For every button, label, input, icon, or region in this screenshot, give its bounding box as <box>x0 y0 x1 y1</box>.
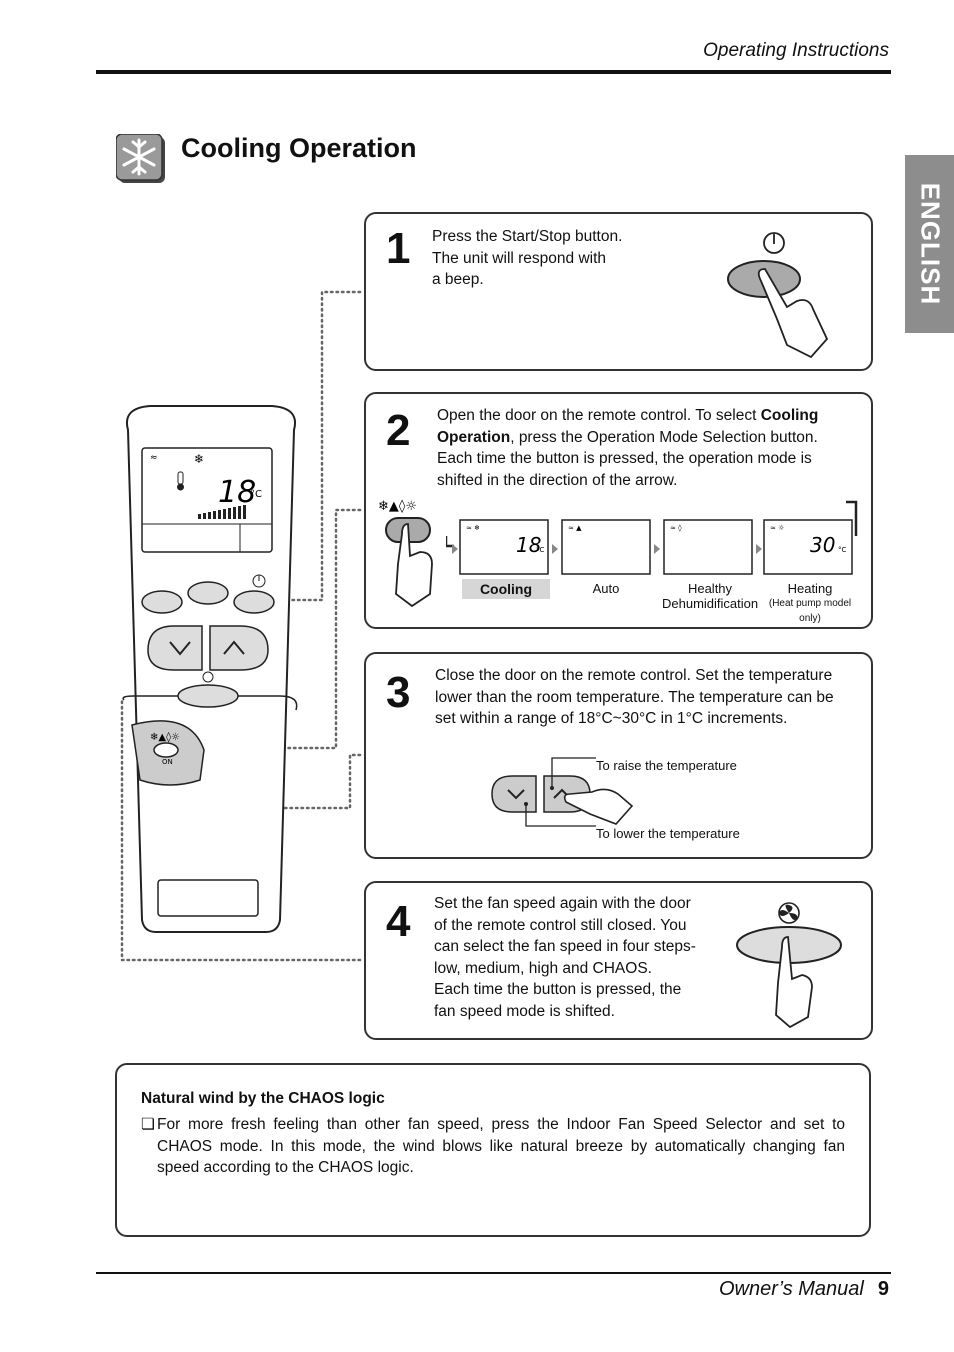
step-2-panel: 2 Open the door on the remote control. T… <box>364 392 873 629</box>
mode-label-auto: Auto <box>592 581 620 596</box>
step-4-line-3: can select the fan speed in four steps- <box>434 938 696 955</box>
step-1-panel: 1 Press the Start/Stop button. The unit … <box>364 212 873 371</box>
power-icon <box>763 232 785 254</box>
step-2-operation-bold: Operation <box>437 428 511 446</box>
svg-text:≈ ◊: ≈ ◊ <box>670 524 682 532</box>
lower-temp-label: To lower the temperature <box>596 826 740 841</box>
note-bullet: ❏ <box>141 1116 155 1133</box>
remote-on-label: ON <box>162 758 173 766</box>
mode-label-healthy: Healthy Dehumidification <box>662 581 758 611</box>
step-2-number: 2 <box>386 406 411 455</box>
raise-temp-label: To raise the temperature <box>596 758 737 773</box>
step-4-line-2: of the remote control still closed. You <box>434 916 687 934</box>
step-2-cooling-bold: Cooling <box>760 407 819 424</box>
mode-displays-illustration: ≈ ❄ 18 °C ≈ ▲ ≈ ◊ ≈ ☼ 30 °C <box>446 500 858 575</box>
mode-label-heating: Heating (Heat pump model only) <box>760 581 860 626</box>
mode-icons: ❄▲◊☼ <box>378 499 417 514</box>
page-number: 9 <box>877 1278 889 1300</box>
mode-cooling-temp: 18 <box>516 533 541 557</box>
svg-text:❄▲◊☼: ❄▲◊☼ <box>150 731 180 743</box>
note-body: For more fresh feeling than other fan sp… <box>157 1114 845 1179</box>
mode-heating-unit: °C <box>838 546 847 554</box>
remote-control-illustration: ≈ ❄ 18 °C ❄▲◊☼ ON <box>120 290 362 962</box>
remote-display-temp: 18 <box>218 475 256 510</box>
step-2-text-a: Open the door on the remote control. To … <box>437 407 761 424</box>
page-title: Cooling Operation <box>181 133 417 163</box>
step-1-line-3: a beep. <box>432 271 484 288</box>
footer-rule <box>96 1272 891 1274</box>
note-line-2: CHAOS mode. In this mode, the wind blows… <box>157 1137 845 1155</box>
svg-text:❄: ❄ <box>194 452 204 466</box>
chaos-logic-note: Natural wind by the CHAOS logic ❏ For mo… <box>115 1063 871 1237</box>
footer: Owner’s Manual 9 <box>719 1278 889 1301</box>
header-section-label: Operating Instructions <box>703 40 889 61</box>
step-3-line-2: lower than the room temperature. The tem… <box>435 688 834 706</box>
step-4-line-5: Each time the button is pressed, the <box>434 981 682 998</box>
step-4-number: 4 <box>386 897 411 946</box>
svg-text:≈ ❄: ≈ ❄ <box>466 524 480 532</box>
mode-heating-temp: 30 <box>810 533 835 557</box>
step-2-text: Open the door on the remote control. To … <box>437 405 857 491</box>
mode-label-healthy-2: Dehumidification <box>662 596 759 611</box>
mode-label-heating-2: (Heat pump model only) <box>768 598 852 624</box>
step-3-panel: 3 Close the door on the remote control. … <box>364 652 873 859</box>
mode-label-cooling: Cooling <box>462 579 550 599</box>
step-4-text: Set the fan speed again with the door of… <box>434 893 696 1022</box>
svg-text:≈: ≈ <box>150 453 158 463</box>
fan-button-hand-illustration <box>736 902 842 1029</box>
step-3-number: 3 <box>386 668 411 717</box>
note-line-1: For more fresh feeling than other fan sp… <box>157 1116 845 1133</box>
mode-cooling-unit: °C <box>536 546 545 554</box>
mode-label-heating-1: Heating <box>787 581 833 596</box>
mode-label-healthy-1: Healthy <box>687 581 733 596</box>
step-3-text: Close the door on the remote control. Se… <box>435 665 860 730</box>
mode-button-hand-illustration: ❄▲◊☼ <box>378 499 433 608</box>
step-1-number: 1 <box>386 224 411 273</box>
language-tab: ENGLISH <box>905 155 954 333</box>
temp-down-icon <box>507 789 525 800</box>
step-4-line-6: fan speed mode is shifted. <box>434 1002 615 1020</box>
language-tab-label: ENGLISH <box>915 182 945 306</box>
note-line-3: speed according to the CHAOS logic. <box>157 1159 414 1176</box>
step-3-line-1: Close the door on the remote control. Se… <box>435 667 833 684</box>
step-1-line-1: Press the Start/Stop button. <box>432 228 623 245</box>
svg-text:≈ ▲: ≈ ▲ <box>568 524 582 532</box>
step-2-text-d: , press the Operation Mode Selection but… <box>510 428 818 446</box>
snowflake-icon <box>116 134 165 183</box>
step-4-panel: 4 Set the fan speed again with the door … <box>364 881 873 1040</box>
step-4-line-1: Set the fan speed again with the door <box>434 895 691 912</box>
footer-label: Owner’s Manual <box>718 1278 864 1300</box>
start-stop-button-hand-illustration <box>727 232 829 359</box>
step-4-line-4: low, medium, high and CHAOS. <box>434 959 652 977</box>
header-rule <box>96 70 891 74</box>
step-1-text: Press the Start/Stop button. The unit wi… <box>432 226 622 291</box>
note-title: Natural wind by the CHAOS logic <box>141 1090 385 1107</box>
svg-text:≈ ☼: ≈ ☼ <box>770 524 784 532</box>
temperature-buttons-hand-illustration <box>491 757 634 827</box>
remote-display-unit: °C <box>250 489 262 500</box>
step-3-line-3: set within a range of 18°C~30°C in 1°C i… <box>435 710 788 727</box>
step-2-text-f: shifted in the direction of the arrow. <box>437 471 678 489</box>
step-2-text-e: Each time the button is pressed, the ope… <box>437 450 812 467</box>
step-1-line-2: The unit will respond with <box>432 249 607 267</box>
